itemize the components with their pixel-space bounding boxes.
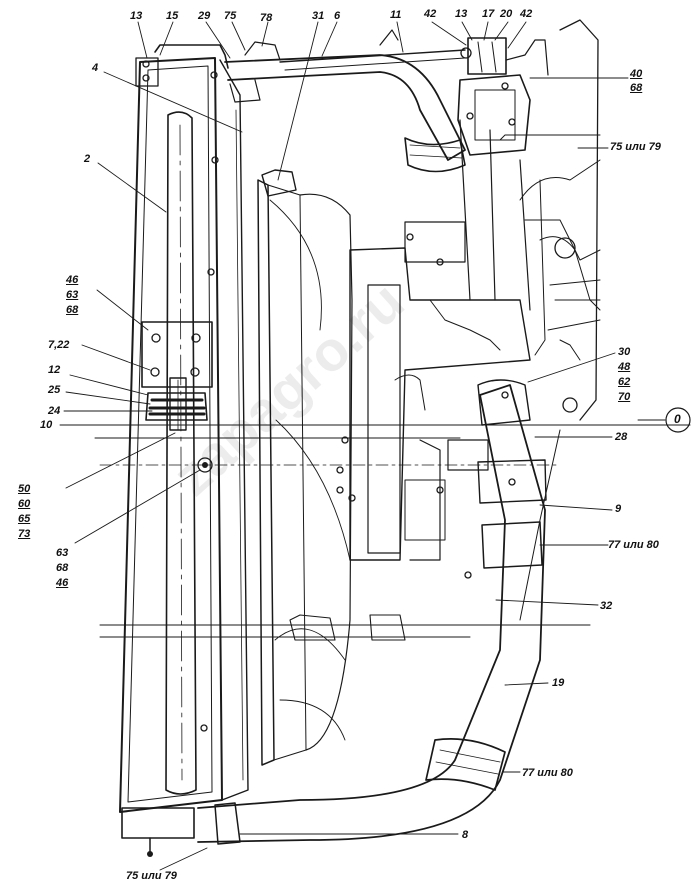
callout-label: 29 [198,10,211,22]
callout-label: 70 [618,391,631,403]
fan-shroud [258,170,352,765]
thermostat-housing [458,38,548,155]
callout-label: 6 [334,10,341,22]
callout-label: 20 [500,8,513,20]
engine-block [337,20,600,578]
callout-label: 24 [48,405,61,417]
callout-label: 17 [482,8,495,20]
callout-label: 46 [66,274,79,286]
callout-label: 68 [66,304,79,316]
callout-label: 63 [66,289,79,301]
callout-label: 75 [224,10,237,22]
callout-label: 2 [84,153,91,165]
callout-label: 68 [56,562,69,574]
callout-label: 25 [48,384,61,396]
callout-label: 75 или 79 [610,141,661,153]
callout-label: 50 [18,483,31,495]
callout-label: 9 [615,503,622,515]
callout-label: 60 [18,498,31,510]
callout-label: 46 [56,577,69,589]
callout-label: 13 [455,8,468,20]
circle-marker-label: 0 [674,412,681,426]
lower-pipe [198,380,546,844]
callout-label: 77 или 80 [608,539,659,551]
callout-label: 11 [390,9,402,21]
callout-label: 73 [18,528,31,540]
leader-lines [60,22,665,870]
upper-hose [225,30,465,172]
callout-label: 48 [618,361,631,373]
callout-label: 15 [166,10,179,22]
frame-rails [95,425,690,640]
callout-label: 31 [312,10,325,22]
callout-label: 7,22 [48,339,70,351]
callout-label: 62 [618,376,631,388]
callout-label: 10 [40,419,53,431]
callout-label: 32 [600,600,613,612]
callout-label: 8 [462,829,469,841]
callout-label: 4 [92,62,99,74]
callout-label: 40 [630,68,643,80]
callout-label: 68 [630,82,643,94]
callout-label: 65 [18,513,31,525]
circle-marker-icon [666,408,690,432]
callout-label: 63 [56,547,69,559]
callout-label: 42 [520,8,533,20]
radiator [120,45,248,857]
callout-label: 19 [552,677,565,689]
callout-label: 77 или 80 [522,767,573,779]
callout-label: 30 [618,346,631,358]
callout-label: 78 [260,12,273,24]
callout-label: 12 [48,364,61,376]
callout-label: 42 [424,8,437,20]
callout-label: 13 [130,10,143,22]
callout-label: 28 [615,431,628,443]
callout-label: 75 или 79 [126,870,177,882]
